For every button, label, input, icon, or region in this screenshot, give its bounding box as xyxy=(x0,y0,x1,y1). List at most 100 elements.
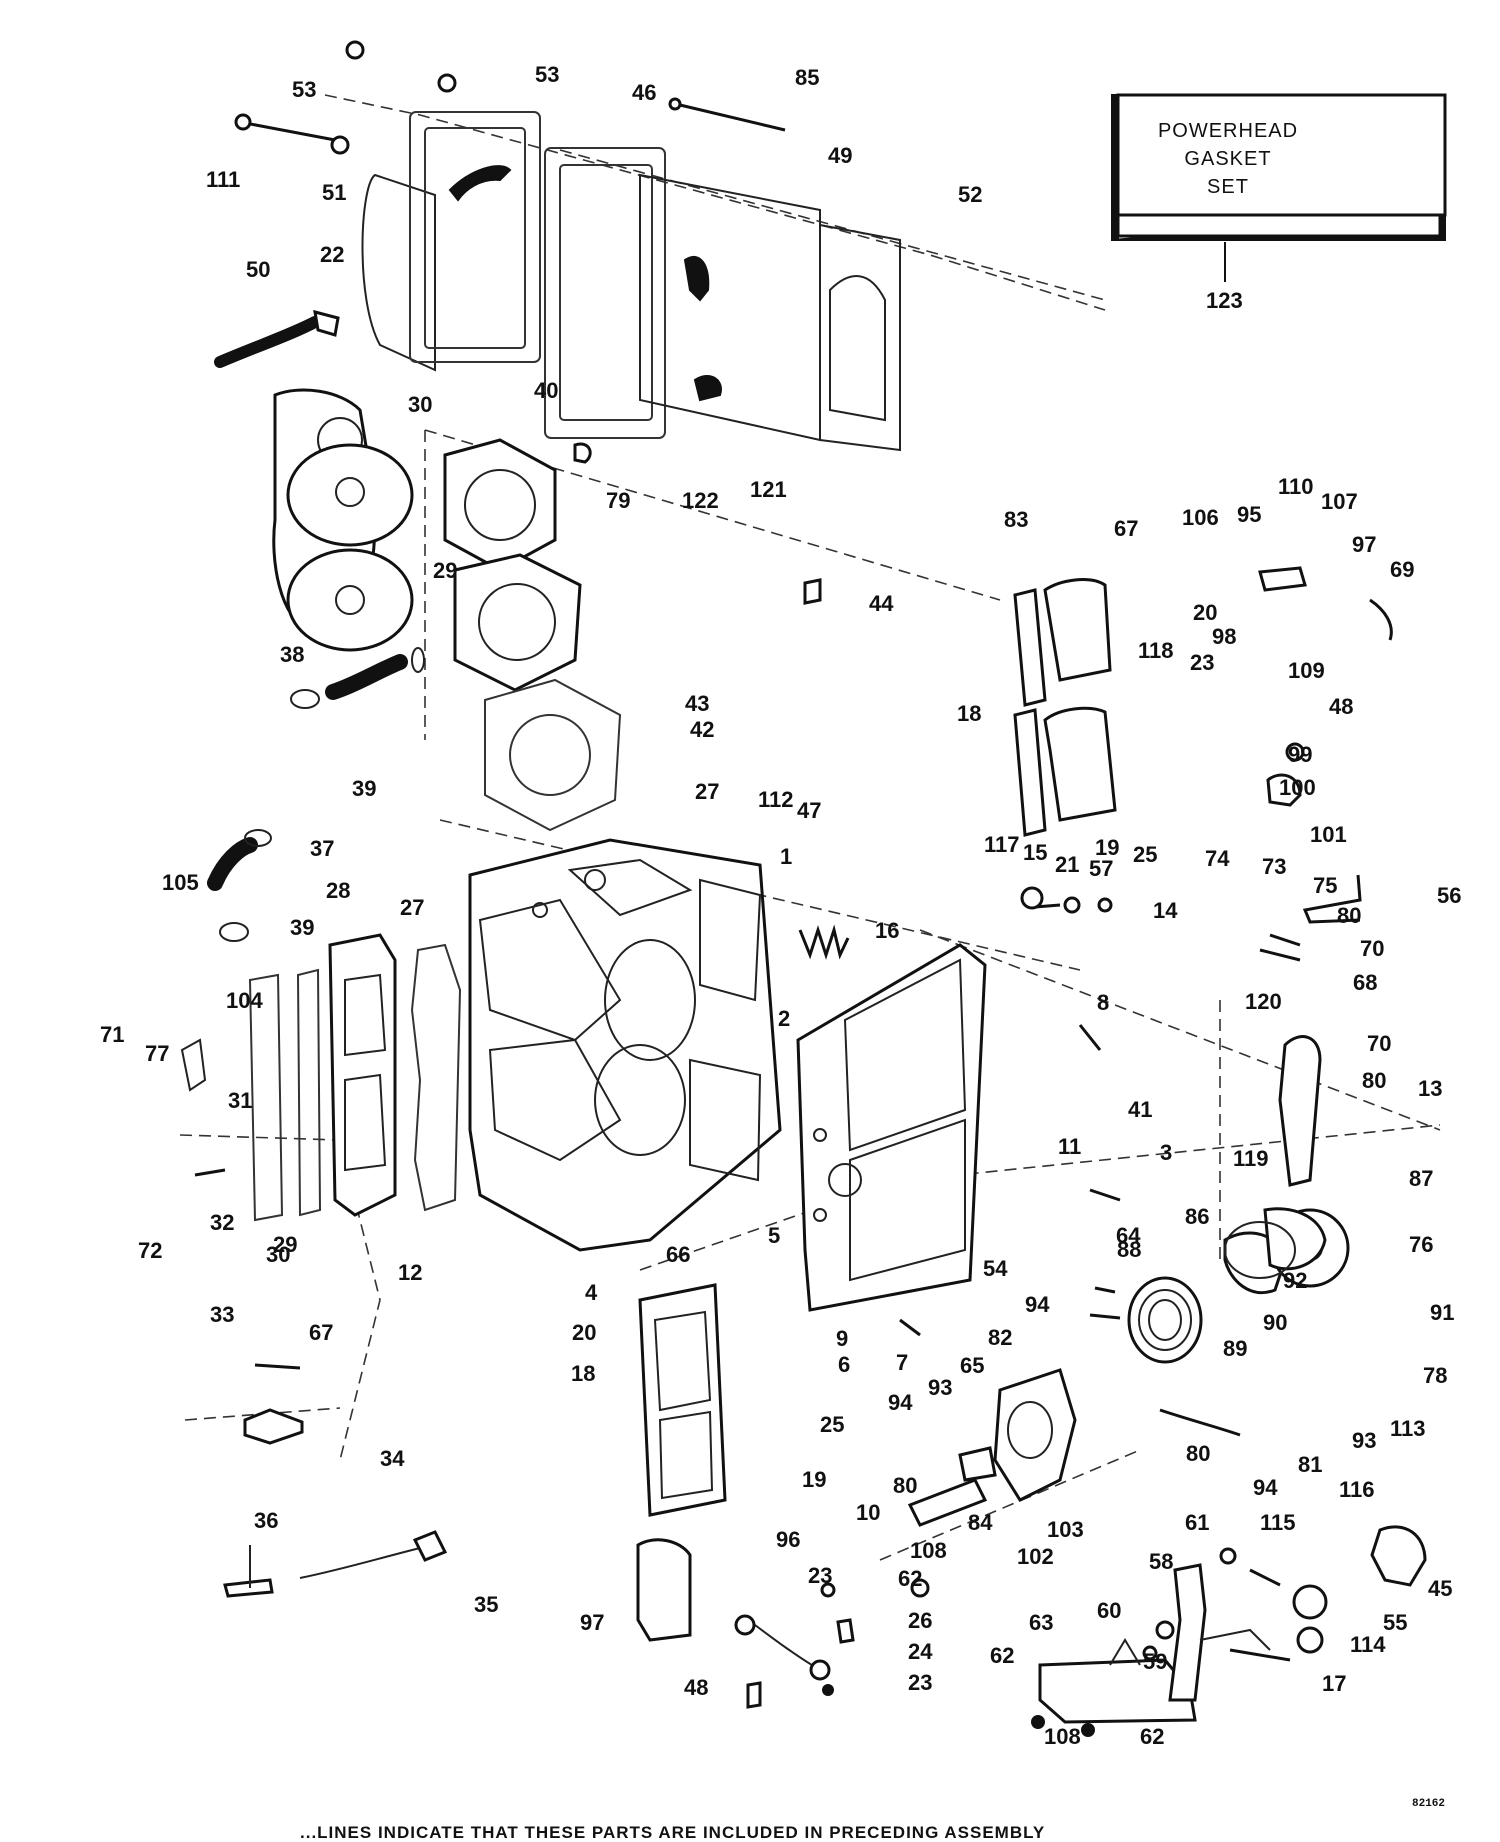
callout-86: 86 xyxy=(1185,1204,1209,1229)
callout-55: 55 xyxy=(1383,1610,1407,1635)
callout-19: 19 xyxy=(1095,835,1119,860)
callout-42: 42 xyxy=(690,717,714,742)
callout-95: 95 xyxy=(1237,502,1261,527)
callout-73: 73 xyxy=(1262,854,1286,879)
callout-29: 29 xyxy=(433,558,457,583)
exhaust-cover-gaskets xyxy=(361,111,901,452)
callout-49: 49 xyxy=(828,143,852,168)
callout-36: 36 xyxy=(254,1508,278,1533)
callout-62: 62 xyxy=(1140,1724,1164,1749)
callout-16: 16 xyxy=(875,918,899,943)
callout-23: 23 xyxy=(908,1670,932,1695)
callout-44: 44 xyxy=(869,591,894,616)
callout-89: 89 xyxy=(1223,1336,1247,1361)
callout-7: 7 xyxy=(896,1350,908,1375)
callout-21: 21 xyxy=(1055,852,1079,877)
callout-80: 80 xyxy=(893,1473,917,1498)
callout-103: 103 xyxy=(1047,1517,1084,1542)
callout-93: 93 xyxy=(928,1375,952,1400)
callout-58: 58 xyxy=(1149,1549,1173,1574)
callout-80: 80 xyxy=(1337,903,1361,928)
callout-120: 120 xyxy=(1245,989,1282,1014)
throttle-linkage-right xyxy=(1127,1035,1350,1364)
callout-39: 39 xyxy=(290,915,314,940)
callout-14: 14 xyxy=(1153,898,1178,923)
callout-54: 54 xyxy=(983,1256,1008,1281)
callout-20: 20 xyxy=(572,1320,596,1345)
callout-26: 26 xyxy=(908,1608,932,1633)
gasket-box-line-3: SET xyxy=(1207,176,1249,198)
callout-69: 69 xyxy=(1390,557,1414,582)
callout-46: 46 xyxy=(632,80,656,105)
callout-12: 12 xyxy=(398,1260,422,1285)
callout-27: 27 xyxy=(695,779,719,804)
callout-19: 19 xyxy=(802,1467,826,1492)
callout-81: 81 xyxy=(1298,1452,1322,1477)
callout-94: 94 xyxy=(888,1390,913,1415)
callout-45: 45 xyxy=(1428,1576,1452,1601)
callout-70: 70 xyxy=(1360,936,1384,961)
callout-23: 23 xyxy=(1190,650,1214,675)
callout-79: 79 xyxy=(606,488,630,513)
gasket-box-line-1: POWERHEAD xyxy=(1158,120,1298,142)
callout-24: 24 xyxy=(908,1639,933,1664)
figure-code: 82162 xyxy=(1412,1798,1445,1810)
callout-62: 62 xyxy=(990,1643,1014,1668)
callout-13: 13 xyxy=(1418,1076,1442,1101)
callout-80: 80 xyxy=(1362,1068,1386,1093)
callout-53: 53 xyxy=(535,62,559,87)
callout-80: 80 xyxy=(1186,1441,1210,1466)
callout-77: 77 xyxy=(145,1041,169,1066)
callout-11: 11 xyxy=(1058,1134,1081,1159)
callout-10: 10 xyxy=(856,1500,880,1525)
callout-30: 30 xyxy=(408,392,432,417)
callout-119: 119 xyxy=(1233,1146,1269,1171)
callout-111: 111 xyxy=(206,167,240,192)
callout-38: 38 xyxy=(280,642,304,667)
callout-4: 4 xyxy=(585,1280,598,1305)
callout-1: 1 xyxy=(780,844,792,869)
callout-78: 78 xyxy=(1423,1363,1447,1388)
callout-85: 85 xyxy=(795,65,819,90)
gasket-set-box: POWERHEAD GASKET SET 123 xyxy=(1111,93,1447,313)
callout-64: 64 xyxy=(1116,1223,1141,1248)
callout-59: 59 xyxy=(1143,1649,1167,1674)
callout-99: 99 xyxy=(1288,742,1312,767)
callout-67: 67 xyxy=(309,1320,333,1345)
callout-98: 98 xyxy=(1212,624,1236,649)
callout-72: 72 xyxy=(138,1238,162,1263)
callout-31: 31 xyxy=(228,1088,252,1113)
callout-76: 76 xyxy=(1409,1232,1433,1257)
transfer-covers-left xyxy=(180,933,462,1222)
callout-66: 66 xyxy=(666,1242,690,1267)
callout-65: 65 xyxy=(960,1353,984,1378)
callout-15: 15 xyxy=(1023,840,1047,865)
callout-74: 74 xyxy=(1205,846,1230,871)
callout-40: 40 xyxy=(534,378,558,403)
callout-114: 114 xyxy=(1350,1632,1386,1657)
callout-5: 5 xyxy=(768,1223,780,1248)
gasket-box-line-2: GASKET xyxy=(1184,148,1271,170)
callout-104: 104 xyxy=(226,988,263,1013)
callout-102: 102 xyxy=(1017,1544,1054,1569)
callout-75: 75 xyxy=(1313,873,1337,898)
callout-50: 50 xyxy=(246,257,270,282)
callout-118: 118 xyxy=(1138,638,1174,663)
gasket-box-part-number: 123 xyxy=(1206,288,1243,313)
callout-91: 91 xyxy=(1430,1300,1454,1325)
callout-113: 113 xyxy=(1390,1416,1426,1441)
callout-57: 57 xyxy=(1089,856,1113,881)
callout-51: 51 xyxy=(322,180,346,205)
callout-29: 29 xyxy=(273,1232,297,1257)
callout-47: 47 xyxy=(797,798,821,823)
callout-61: 61 xyxy=(1185,1510,1209,1535)
callout-9: 9 xyxy=(836,1326,848,1351)
callout-115: 115 xyxy=(1260,1510,1296,1535)
callout-71: 71 xyxy=(100,1022,124,1047)
callout-22: 22 xyxy=(320,242,344,267)
callout-39: 39 xyxy=(352,776,376,801)
bleed-hose-fittings xyxy=(636,1538,855,1709)
reed-blocks-right xyxy=(1013,578,1117,837)
